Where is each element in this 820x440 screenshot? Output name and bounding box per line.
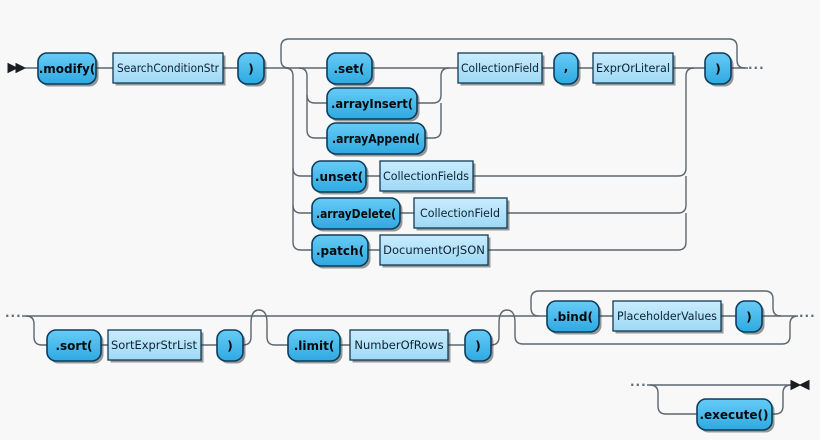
node-close-paren-3: ) <box>216 329 246 364</box>
node-patch-label: .patch( <box>316 244 364 258</box>
hump-sort-limit <box>242 309 288 346</box>
start-marker-icon <box>7 62 27 74</box>
node-close-paren-2: ) <box>704 52 734 87</box>
node-array-insert-label: .arrayInsert( <box>331 97 413 111</box>
node-modify: .modify( <box>37 52 99 87</box>
node-comma-label: , <box>564 60 569 74</box>
node-array-insert: .arrayInsert( <box>326 87 420 122</box>
ellipsis-row1-end: ··· <box>748 61 765 75</box>
node-limit: .limit( <box>287 329 343 364</box>
node-close-paren-5-label: ) <box>746 310 751 324</box>
node-expr-or-literal: ExprOrLiteral <box>592 52 676 86</box>
node-set-label: .set( <box>333 62 364 76</box>
ellipsis-row2-start: ··· <box>5 309 22 323</box>
node-close-paren-1-label: ) <box>248 62 253 76</box>
node-collection-fields-label: CollectionFields <box>383 169 469 183</box>
node-close-paren-3-label: ) <box>227 339 232 353</box>
node-bind-label: .bind( <box>553 310 593 324</box>
node-modify-label: .modify( <box>39 62 96 76</box>
node-bind: .bind( <box>546 300 602 335</box>
node-sort: .sort( <box>46 329 104 364</box>
node-collection-field-1: CollectionField <box>457 52 545 86</box>
node-close-paren-2-label: ) <box>715 62 720 76</box>
node-array-append: .arrayAppend( <box>326 122 428 157</box>
node-comma: , <box>553 52 581 87</box>
node-unset: .unset( <box>311 160 369 195</box>
node-collection-field-2-label: CollectionField <box>420 206 500 220</box>
node-array-append-label: .arrayAppend( <box>332 132 420 146</box>
node-sort-expr-str-list: SortExprStrList <box>107 329 204 363</box>
node-search-condition-str-label: SearchConditionStr <box>117 61 219 75</box>
node-array-delete: .arrayDelete( <box>311 197 403 232</box>
end-marker-icon <box>790 379 810 391</box>
node-sort-expr-str-list-label: SortExprStrList <box>111 338 197 352</box>
node-set: .set( <box>326 52 375 87</box>
node-sort-label: .sort( <box>55 339 92 353</box>
node-unset-label: .unset( <box>315 170 363 184</box>
loop-top <box>280 38 746 69</box>
node-array-delete-label: .arrayDelete( <box>316 207 396 221</box>
node-document-or-json: DocumentOrJSON <box>379 234 491 268</box>
ellipsis-row3-start: ··· <box>630 378 647 392</box>
node-execute-label: .execute() <box>699 408 768 422</box>
node-collection-fields: CollectionFields <box>379 160 476 194</box>
node-execute: .execute() <box>696 398 775 433</box>
ellipsis-row2-end: ··· <box>799 309 816 323</box>
node-limit-label: .limit( <box>294 339 335 353</box>
node-patch: .patch( <box>311 234 371 269</box>
node-collection-field-1-label: CollectionField <box>461 61 539 75</box>
node-placeholder-values-label: PlaceholderValues <box>617 309 717 323</box>
node-expr-or-literal-label: ExprOrLiteral <box>596 61 670 75</box>
node-close-paren-5: ) <box>735 300 765 335</box>
node-search-condition-str: SearchConditionStr <box>112 52 226 86</box>
node-close-paren-4: ) <box>464 329 494 364</box>
node-close-paren-1: ) <box>237 52 267 87</box>
node-number-of-rows-label: NumberOfRows <box>354 338 443 352</box>
node-collection-field-2: CollectionField <box>413 197 510 231</box>
bind-loop <box>530 290 782 317</box>
bind-bypass <box>490 309 799 346</box>
node-placeholder-values: PlaceholderValues <box>612 300 724 334</box>
node-close-paren-4-label: ) <box>475 339 480 353</box>
node-number-of-rows: NumberOfRows <box>349 329 451 363</box>
node-document-or-json-label: DocumentOrJSON <box>383 243 485 257</box>
